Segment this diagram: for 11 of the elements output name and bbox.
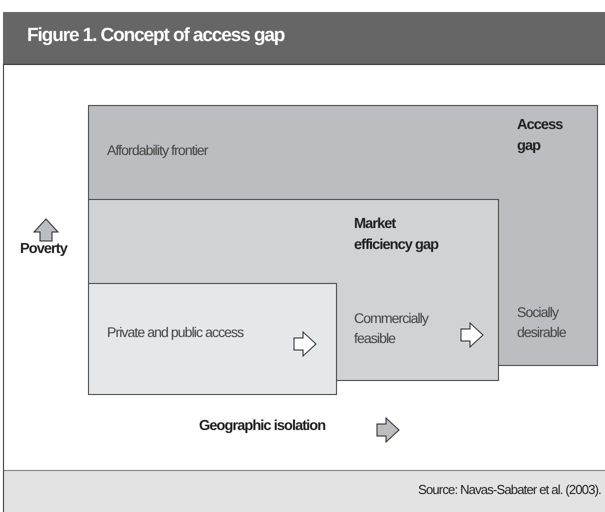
boundary-label: Affordability frontier [107,141,208,160]
axis-label: Geographic isolation [199,418,326,434]
area-label: Commercially feasible [354,309,430,348]
gap-heading: Market efficiency gap [354,215,440,255]
gap-heading: Access gap [517,116,564,156]
region-box [88,283,337,395]
area-label: Private and public access [107,323,244,342]
source-note: Source: Navas-Sabater et al. (2003). [418,482,601,497]
axis-label: Poverty [20,241,67,257]
area-label: Socially desirable [517,303,567,342]
figure-title: Figure 1. Concept of access gap [27,25,284,47]
